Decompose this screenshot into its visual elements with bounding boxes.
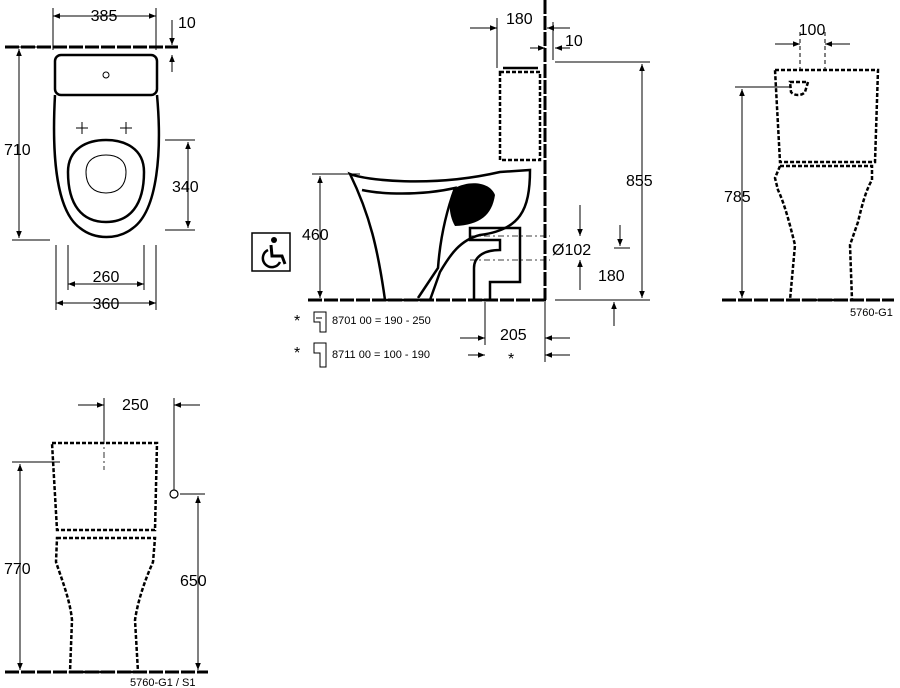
front-inlet-height-dim: 650 [180,573,207,590]
side-pipe-diameter-dim: Ø102 [552,242,591,259]
top-bowl-dim: 340 [172,179,199,196]
side-cistern-offset-dim: 180 [506,11,533,28]
side-outlet-distance-dim: 205 [500,327,527,344]
side-wall-gap-dim: 10 [565,33,583,50]
back-view: 100 785 5760-G1 [722,22,894,319]
front-height-dim: 770 [4,561,31,578]
side-outlet-height-dim: 180 [598,268,625,285]
back-height-dim: 785 [724,189,751,206]
top-bolt-dim: 260 [93,269,120,286]
option-b-text: 8711 00 = 100 - 190 [332,349,430,361]
back-reference: 5760-G1 [850,307,893,319]
top-depth-dim: 710 [4,142,31,159]
wheelchair-accessibility-icon [251,232,291,272]
option-b-marker: * [294,345,300,362]
top-wall-gap-dim: 10 [178,15,196,32]
side-total-height-dim: 855 [626,173,653,190]
front-width-dim: 250 [122,397,149,414]
side-view: 180 10 855 460 Ø102 180 205 * [251,0,653,368]
pipe-bend-icon [313,311,327,333]
option-a-marker: * [294,313,300,330]
front-view: 250 770 650 5760-G1 / S1 [4,397,208,688]
side-range-marker: * [508,351,514,368]
top-view: 385 10 710 340 260 360 [4,8,199,313]
top-base-dim: 360 [93,296,120,313]
side-seat-height-dim: 460 [302,227,329,244]
back-inlet-offset-dim: 100 [799,22,826,39]
top-width-dim: 385 [91,8,118,25]
option-a-text: 8701 00 = 190 - 250 [332,315,431,327]
straight-pipe-icon [313,342,327,368]
front-reference: 5760-G1 / S1 [130,677,195,688]
